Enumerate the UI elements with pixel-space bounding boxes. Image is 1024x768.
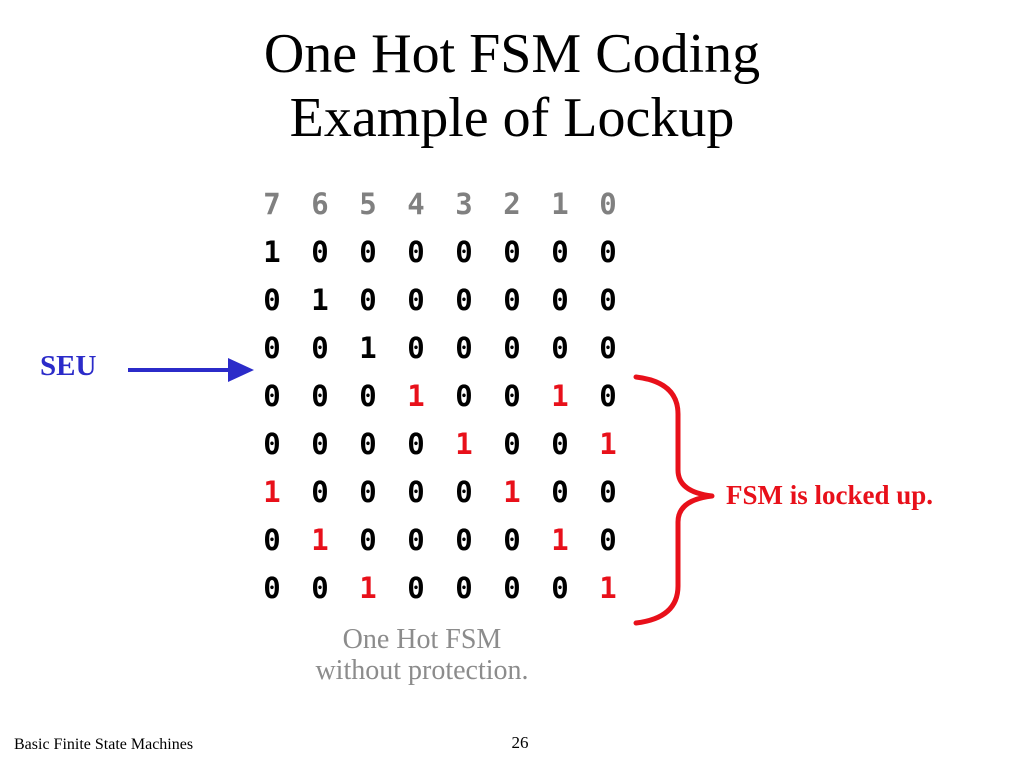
bit-cell: 0 — [311, 571, 329, 605]
bit-cell: 0 — [359, 379, 377, 413]
bit-cell: 1 — [599, 571, 617, 605]
bit-cell: 0 — [455, 475, 473, 509]
bit-cell: 0 — [551, 571, 569, 605]
bit-cell: 1 — [311, 523, 329, 557]
bit-cell: 0 — [311, 235, 329, 269]
bit-cell: 1 — [551, 379, 569, 413]
bit-cell: 1 — [407, 379, 425, 413]
bit-cell: 0 — [263, 571, 281, 605]
bit-index-6: 6 — [311, 187, 329, 221]
bit-cell: 0 — [599, 283, 617, 317]
bit-cell: 1 — [503, 475, 521, 509]
bit-cell: 1 — [311, 283, 329, 317]
caption-line-2: without protection. — [315, 655, 529, 686]
bit-cell: 1 — [455, 427, 473, 461]
bit-index-0: 0 — [599, 187, 617, 221]
bit-cell: 1 — [599, 427, 617, 461]
bit-cell: 0 — [263, 379, 281, 413]
bit-cell: 0 — [551, 427, 569, 461]
bit-cell: 0 — [311, 475, 329, 509]
bit-cell: 0 — [407, 427, 425, 461]
bit-cell: 0 — [407, 571, 425, 605]
bit-index-7: 7 — [263, 187, 281, 221]
bit-cell: 0 — [599, 475, 617, 509]
bit-cell: 0 — [407, 523, 425, 557]
bit-cell: 0 — [263, 427, 281, 461]
bit-cell: 0 — [551, 475, 569, 509]
seu-arrow-icon — [128, 358, 254, 382]
bit-cell: 1 — [359, 331, 377, 365]
bit-index-5: 5 — [359, 187, 377, 221]
bit-cell: 0 — [503, 379, 521, 413]
title-line-1: One Hot FSM Coding — [263, 23, 761, 85]
bit-cell: 0 — [551, 283, 569, 317]
bit-cell: 0 — [599, 331, 617, 365]
bit-index-2: 2 — [503, 187, 521, 221]
bit-cell: 1 — [263, 235, 281, 269]
bit-cell: 0 — [455, 571, 473, 605]
bit-cell: 0 — [455, 379, 473, 413]
bit-index-1: 1 — [551, 187, 569, 221]
slide-title: One Hot FSM Coding Example of Lockup — [0, 22, 1024, 150]
bit-cell: 0 — [503, 571, 521, 605]
bit-cell: 0 — [359, 283, 377, 317]
bit-cell: 0 — [359, 523, 377, 557]
title-line-2: Example of Lockup — [289, 87, 735, 149]
bit-cell: 1 — [359, 571, 377, 605]
bit-cell: 0 — [407, 235, 425, 269]
page-number: 26 — [511, 733, 529, 752]
bit-cell: 0 — [503, 235, 521, 269]
bit-cell: 0 — [599, 235, 617, 269]
bit-cell: 0 — [551, 235, 569, 269]
caption-line-1: One Hot FSM — [342, 624, 502, 655]
footer-title: Basic Finite State Machines — [14, 736, 194, 753]
bit-cell: 0 — [503, 331, 521, 365]
bit-cell: 1 — [551, 523, 569, 557]
bit-cell: 0 — [599, 523, 617, 557]
bit-cell: 0 — [311, 331, 329, 365]
bit-cell: 0 — [455, 331, 473, 365]
bit-cell: 0 — [455, 283, 473, 317]
bit-cell: 0 — [311, 379, 329, 413]
bit-cell: 1 — [263, 475, 281, 509]
table-caption: One Hot FSM without protection. — [272, 624, 572, 686]
bit-cell: 0 — [407, 283, 425, 317]
bit-cell: 0 — [503, 523, 521, 557]
bit-cell: 0 — [311, 427, 329, 461]
bit-cell: 0 — [503, 427, 521, 461]
seu-label: SEU — [40, 350, 97, 382]
bit-cell: 0 — [407, 475, 425, 509]
bit-index-4: 4 — [407, 187, 425, 221]
bit-cell: 0 — [503, 283, 521, 317]
bit-cell: 0 — [599, 379, 617, 413]
bit-cell: 0 — [263, 523, 281, 557]
bit-cell: 0 — [359, 427, 377, 461]
bit-cell: 0 — [263, 331, 281, 365]
bit-cell: 0 — [455, 235, 473, 269]
bit-cell: 0 — [551, 331, 569, 365]
bit-cell: 0 — [359, 235, 377, 269]
bit-cell: 0 — [455, 523, 473, 557]
bit-index-3: 3 — [455, 187, 473, 221]
bit-cell: 0 — [407, 331, 425, 365]
bit-cell: 0 — [263, 283, 281, 317]
locked-up-label: FSM is locked up. — [726, 480, 934, 510]
right-brace-icon — [633, 374, 715, 626]
bit-cell: 0 — [359, 475, 377, 509]
